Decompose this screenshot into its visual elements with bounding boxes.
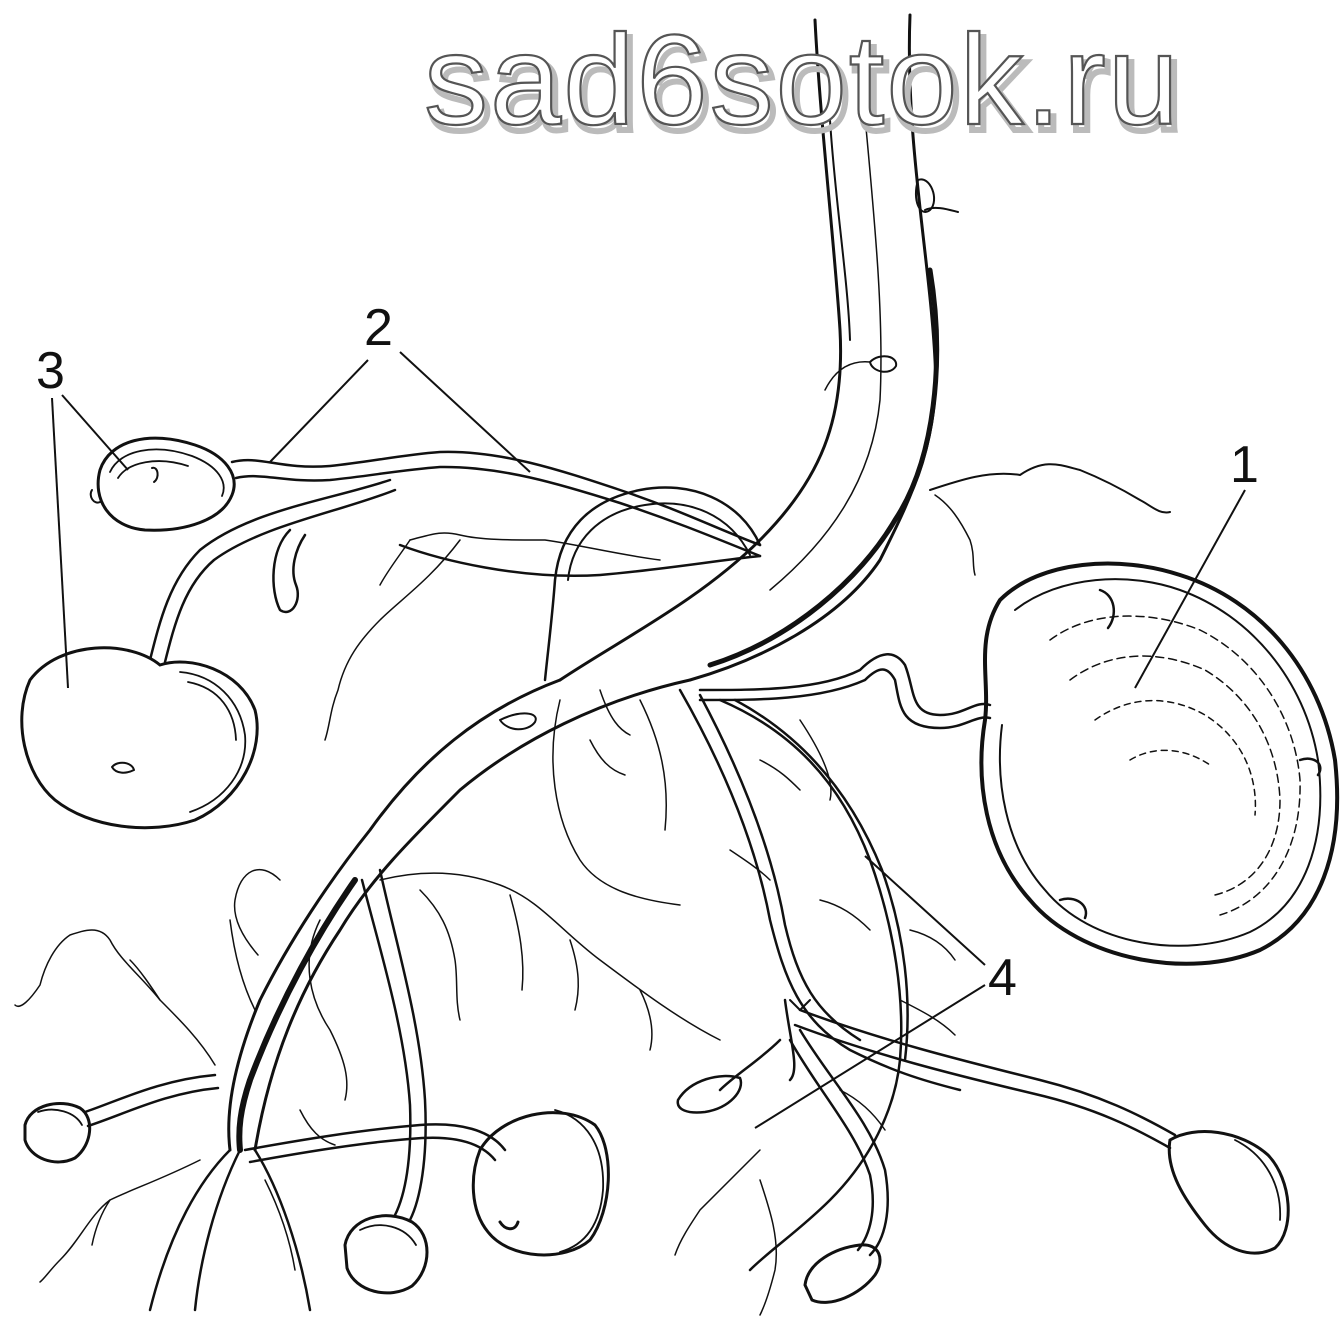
leader-label-3-b xyxy=(52,398,68,688)
label-stolon: 2 xyxy=(364,299,393,357)
stolon-upper-edge xyxy=(236,467,760,556)
label-root: 4 xyxy=(988,949,1017,1007)
watermark-text: sad6sotok.ru xyxy=(424,9,1181,152)
watermark: sad6sotok.ru sad6sotok.ru xyxy=(424,9,1185,158)
stolon-loop xyxy=(545,487,760,680)
tuber-large xyxy=(981,564,1337,964)
stolon-left-cross xyxy=(400,545,760,576)
tuber-bottom-right xyxy=(678,1010,1288,1253)
tuber-bottom-left xyxy=(25,1075,218,1162)
label-young-tuber: 3 xyxy=(36,342,65,400)
label-tuber: 1 xyxy=(1230,436,1259,494)
stolon-tip xyxy=(273,530,305,612)
leader-label-4-a xyxy=(865,856,985,965)
leader-label-3-a xyxy=(62,395,128,470)
tuber-bottom-center xyxy=(790,1030,888,1302)
tuber-bottom-round xyxy=(345,870,427,1293)
stolon-to-large-tuber-edge xyxy=(700,669,990,728)
stolon-upper xyxy=(232,452,760,545)
central-stolons xyxy=(680,690,960,1270)
young-tuber-medium xyxy=(22,648,257,828)
leader-label-2-a xyxy=(270,360,368,462)
